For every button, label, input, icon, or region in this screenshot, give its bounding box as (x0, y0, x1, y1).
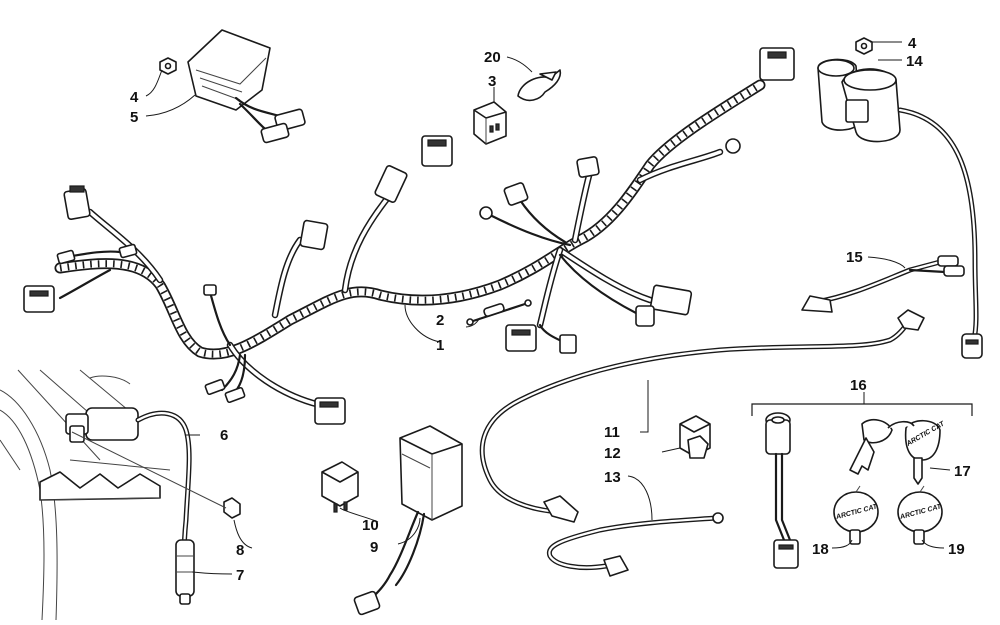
callout-3: 3 (488, 73, 496, 90)
callout-4-right: 4 (908, 35, 917, 52)
callout-17: 17 (954, 463, 971, 480)
callout-12: 12 (604, 445, 621, 462)
callout-7: 7 (236, 567, 244, 584)
callout-20: 20 (484, 49, 501, 66)
part-12-relay (679, 415, 711, 459)
part-2-inline-fuse (466, 299, 532, 326)
part-14-ignition-coil (817, 58, 983, 359)
ignition-switch (765, 412, 799, 569)
part-15-cable (801, 255, 965, 313)
callout-6: 6 (220, 427, 228, 444)
callout-16: 16 (850, 377, 867, 394)
callout-4-left: 4 (130, 89, 139, 106)
part-11-ground-cable (479, 309, 925, 523)
callout-2: 2 (436, 312, 444, 329)
part-8-bolt (71, 431, 241, 519)
part-9-cdi-module (353, 425, 463, 616)
callout-18: 18 (812, 541, 829, 558)
callout-15: 15 (846, 249, 863, 266)
callout-9: 9 (370, 539, 378, 556)
part-16-ignition-switch-bracket (751, 392, 973, 416)
part-5-voltage-regulator (187, 29, 306, 144)
part-20-clamp (517, 69, 562, 102)
part-6-sensor (65, 407, 192, 563)
main-wiring-harness (23, 47, 795, 425)
callout-13: 13 (604, 469, 621, 486)
part-13-cable (546, 512, 724, 577)
part-4-nut-left (159, 57, 177, 75)
part-18-key-tag (833, 485, 879, 545)
part-10-relay (321, 461, 359, 513)
callout-11: 11 (604, 424, 620, 441)
callout-8: 8 (236, 542, 244, 559)
callout-5: 5 (130, 109, 138, 126)
part-17-key-set (849, 418, 941, 485)
callout-10: 10 (362, 517, 379, 534)
part-4-nut-right (855, 37, 873, 55)
callout-19: 19 (948, 541, 965, 558)
leader-lines (145, 41, 951, 575)
part-19-key-tag (897, 485, 943, 545)
part-3-relay (473, 101, 507, 145)
callout-1: 1 (436, 337, 444, 354)
part-7-boot (175, 539, 195, 605)
engine-area-background (0, 369, 171, 621)
callout-14: 14 (906, 53, 923, 70)
